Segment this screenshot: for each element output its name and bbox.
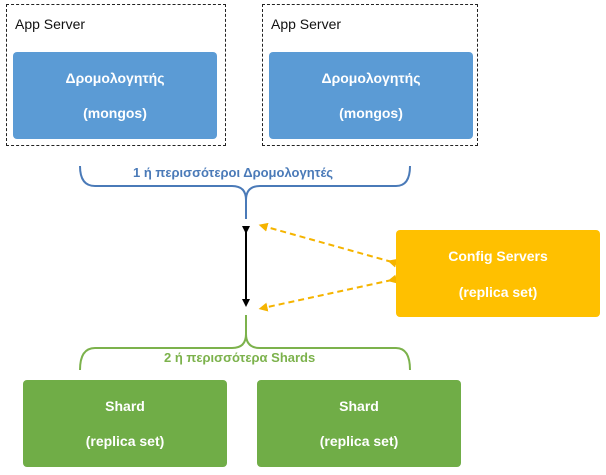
shard-box: Shard (replica set) <box>23 380 227 467</box>
shard-subtitle: (replica set) <box>85 433 165 449</box>
router-box-mongos: Δρομολογητής (mongos) <box>269 52 473 139</box>
shard-box: Shard (replica set) <box>257 380 461 467</box>
router-title: Δρομολογητής <box>65 70 165 86</box>
router-subtitle: (mongos) <box>339 105 403 121</box>
shard-title: Shard <box>105 398 145 414</box>
config-servers-title: Config Servers <box>448 248 548 264</box>
app-server-container-1: App Server Δρομολογητής (mongos) <box>6 4 226 146</box>
router-subtitle: (mongos) <box>83 105 147 121</box>
router-box-mongos: Δρομολογητής (mongos) <box>13 52 217 139</box>
config-router-arrow <box>258 222 398 268</box>
app-server-label: App Server <box>271 16 342 32</box>
shard-subtitle: (replica set) <box>319 433 399 449</box>
shards-brace-label: 2 ή περισσότερα Shards <box>164 350 316 365</box>
config-servers-box: Config Servers (replica set) <box>396 230 600 317</box>
routers-brace-label: 1 ή περισσότεροι Δρομολογητές <box>133 165 334 180</box>
config-servers-subtitle: (replica set) <box>458 284 538 300</box>
router-title: Δρομολογητής <box>321 70 421 86</box>
config-shard-arrow <box>258 274 398 312</box>
shard-title: Shard <box>339 398 379 414</box>
app-server-label: App Server <box>15 16 86 32</box>
shards-brace <box>79 333 411 371</box>
app-server-container-2: App Server Δρομολογητής (mongos) <box>262 4 478 146</box>
